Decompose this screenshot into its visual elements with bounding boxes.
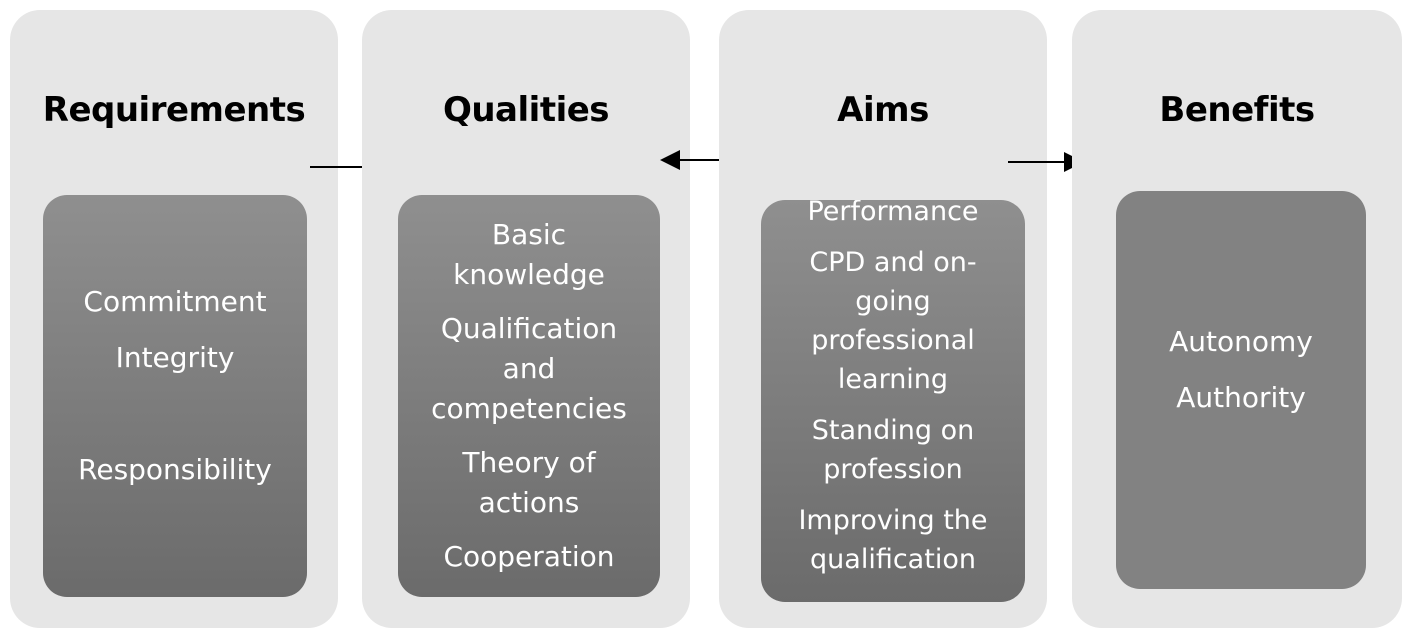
- quality-item: Theory of actions: [462, 446, 596, 519]
- requirement-item: Commitment: [83, 285, 267, 318]
- aim-item: CPD and on- going professional learning: [809, 247, 977, 395]
- quality-item: Cooperation: [443, 540, 615, 573]
- qualities-box: Basic knowledge Qualification and compet…: [398, 195, 660, 597]
- benefits-column: Benefits Autonomy Authority: [1072, 10, 1402, 628]
- aims-column: Aims Performance CPD and on- going profe…: [719, 10, 1047, 628]
- requirement-item: Responsibility: [78, 453, 272, 486]
- requirement-item: Integrity: [115, 341, 235, 374]
- requirements-title: Requirements: [42, 90, 306, 130]
- quality-item: Basic knowledge: [453, 218, 605, 291]
- requirements-box: Commitment Integrity Responsibility: [43, 195, 307, 597]
- quality-item: Qualification and competencies: [431, 312, 627, 425]
- qualities-column: Qualities Basic knowledge Qualification …: [362, 10, 690, 628]
- requirements-column: Requirements Commitment Integrity Respon…: [10, 10, 338, 628]
- aim-item: Improving the qualification: [798, 505, 988, 575]
- benefit-item: Autonomy: [1169, 325, 1313, 358]
- aim-item: Performance: [807, 200, 979, 227]
- qualities-title: Qualities: [442, 90, 610, 130]
- benefits-box: Autonomy Authority: [1116, 191, 1366, 589]
- benefits-title: Benefits: [1159, 90, 1315, 130]
- aims-box: Performance CPD and on- going profession…: [761, 200, 1025, 602]
- aims-title: Aims: [837, 90, 929, 130]
- benefit-item: Authority: [1176, 381, 1306, 414]
- aim-item: Standing on profession: [811, 415, 975, 485]
